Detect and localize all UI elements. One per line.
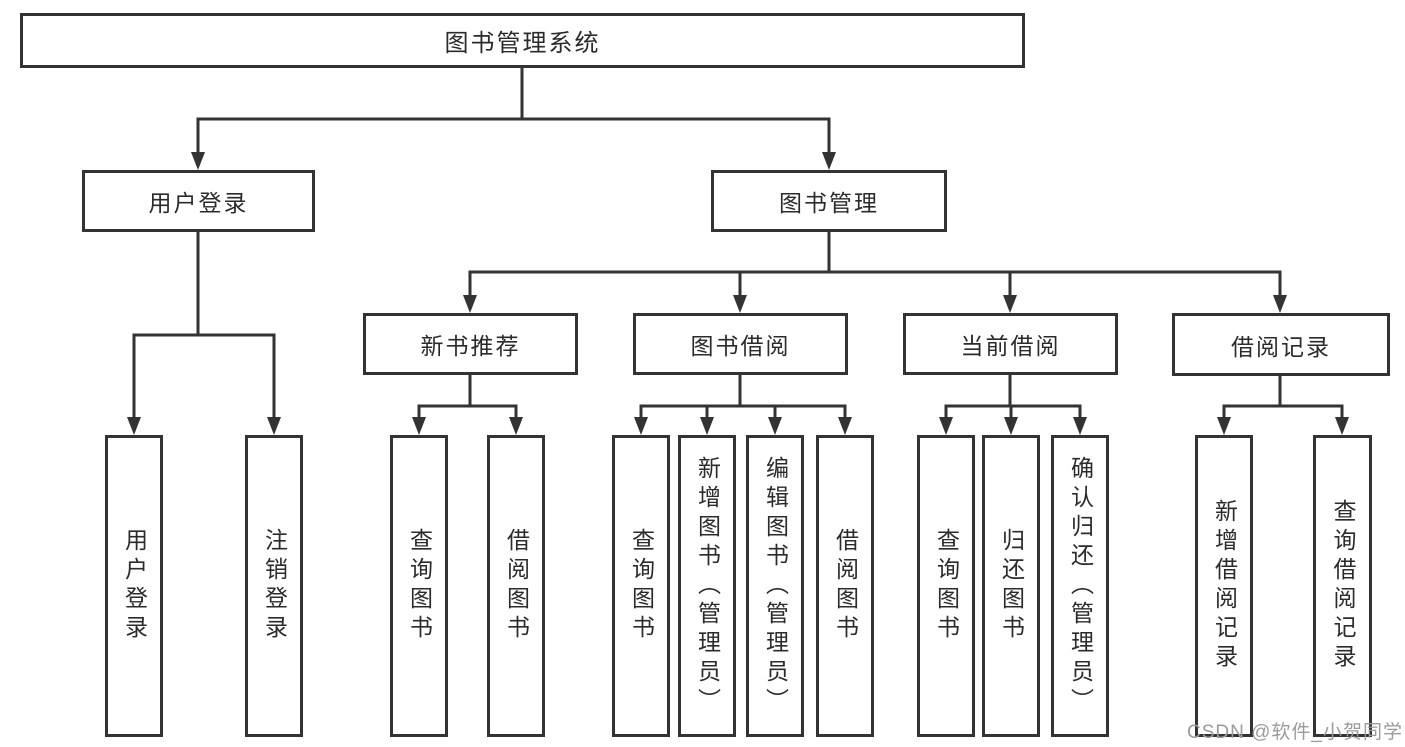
node-book-management: 图书管理 [711,170,947,232]
node-borrow-records: 借阅记录 [1172,313,1390,376]
leaf-query-borrow-record: 查询借阅记录 [1313,435,1372,737]
connector-root-to-level2 [196,68,831,156]
connector-current-borrow-children [944,375,1082,421]
leaf-borrow-books-recommend: 借阅图书 [487,435,545,737]
node-current-borrow: 当前借阅 [903,313,1118,375]
node-book-borrow: 图书借阅 [633,313,848,375]
leaf-user-login: 用户登录 [105,435,163,737]
leaf-edit-books-admin: 编辑图书（管理员） [746,435,804,737]
arrowheads-level3 [463,295,1287,313]
connector-book-mgmt-to-level3 [468,232,1282,299]
leaf-confirm-return-admin: 确认归还（管理员） [1051,435,1109,737]
arrowheads-borrow-records-children [1217,417,1349,435]
connector-book-borrow-children [639,375,847,421]
leaf-query-books-current: 查询图书 [917,435,975,737]
arrowheads-current-borrow-children [939,417,1087,435]
connector-user-login-children [132,232,276,421]
leaf-borrow-books: 借阅图书 [816,435,874,737]
leaf-logout: 注销登录 [245,435,303,737]
node-user-login: 用户登录 [82,170,315,232]
arrowheads-level2 [191,152,836,170]
node-library-management-system: 图书管理系统 [20,13,1025,68]
csdn-watermark: CSDN @软件_小贺同学 [1187,722,1403,743]
arrowheads-book-borrow-children [634,417,852,435]
node-new-book-recommend: 新书推荐 [363,313,578,375]
leaf-query-books-recommend: 查询图书 [390,435,448,737]
leaf-return-books: 归还图书 [982,435,1040,737]
leaf-add-borrow-record: 新增借阅记录 [1195,435,1253,737]
connector-new-book-children [417,375,518,421]
leaf-add-books-admin: 新增图书（管理员） [678,435,736,737]
leaf-query-books-borrow: 查询图书 [612,435,670,737]
connector-borrow-records-children [1222,375,1344,421]
arrowheads-user-login-children [127,417,281,435]
arrowheads-new-book-children [412,417,523,435]
